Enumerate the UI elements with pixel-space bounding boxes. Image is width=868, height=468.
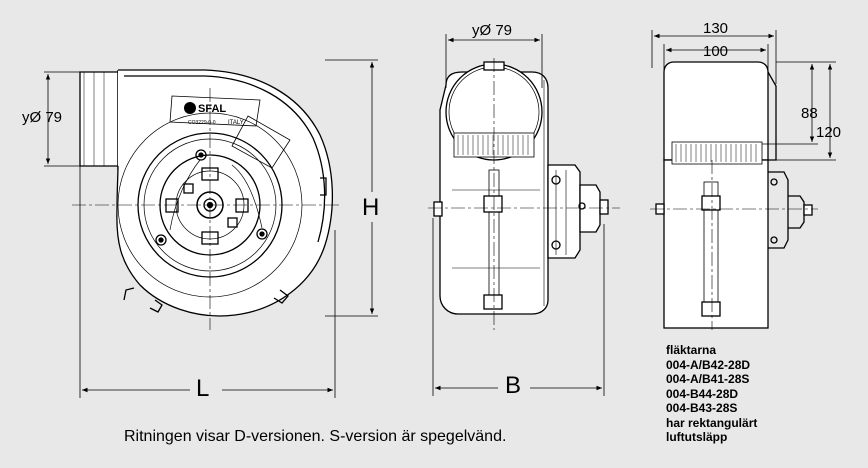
side-diameter-label: yØ 79 [472, 22, 512, 39]
right-dimensions [651, 30, 836, 161]
fan-models-note: fläktarna 004-A/B42-28D 004-A/B41-28S 00… [666, 343, 757, 445]
top-height-outer-label: 120 [816, 124, 841, 141]
svg-text:ITALY: ITALY [228, 120, 244, 126]
note-line: luftutsläpp [666, 430, 728, 444]
note-line: 004-A/B41-28S [666, 372, 750, 386]
note-line: 004-B44-28D [666, 386, 739, 401]
front-centerlines [72, 88, 342, 330]
top-width-inner-label: 100 [703, 43, 728, 60]
length-label: L [196, 375, 209, 402]
side-dimensions [432, 34, 605, 396]
front-dimensions [44, 59, 378, 398]
note-line: har rektangulärt [666, 415, 758, 430]
right-centerlines [650, 160, 818, 330]
note-line: 004-B43-28S [666, 401, 738, 415]
sfal-logo: SFAL ITALY CO3229-0-0 [184, 102, 244, 126]
note-line: 004-A/B42-28D [666, 357, 751, 372]
side-centerlines [428, 58, 620, 330]
drawing-caption: Ritningen visar D-versionen. S-version ä… [124, 428, 507, 445]
height-label: H [362, 194, 379, 221]
side-view [433, 61, 609, 315]
note-line: fläktarna [666, 343, 717, 357]
svg-text:CO3229-0-0: CO3229-0-0 [188, 120, 216, 126]
top-height-inner-label: 88 [801, 105, 818, 122]
right-view [655, 61, 813, 329]
svg-text:SFAL: SFAL [198, 103, 226, 115]
front-diameter-label: yØ 79 [22, 109, 62, 126]
top-width-outer-label: 130 [703, 20, 728, 37]
breadth-label: B [505, 372, 521, 399]
